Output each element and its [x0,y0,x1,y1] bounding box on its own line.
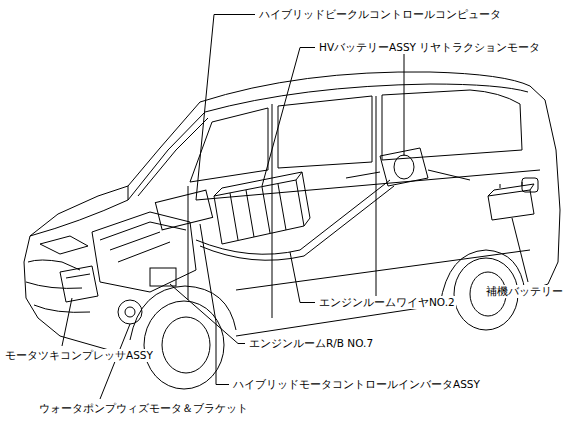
part-label: HVバッテリーASSY [318,41,417,54]
leader-line [170,284,245,344]
rear-axle [346,170,470,180]
windshield [128,112,208,200]
part-label: ハイブリッドモータコントロールインバータASSY [232,378,481,391]
power-cable [196,180,394,260]
hood-line [30,186,128,236]
rear-quarter-window [382,90,522,160]
body-outline [24,72,560,336]
front-rim [162,317,210,373]
water-pump [118,300,142,324]
part-label: エンジンルームワイヤNO.2 [318,296,456,309]
part-label: ハイブリッドビークルコントロールコンピュータ [258,8,502,21]
leader-line [262,48,315,187]
auxiliary-battery [488,182,534,220]
roof-line [205,84,528,112]
hv-battery-cells [230,184,286,240]
front-tire [144,301,224,389]
engine-block [92,212,196,292]
rear-motor-end [394,155,414,179]
slide-door-window [278,96,372,168]
part-label: ウォータポンプウィズモータ＆ブラケット [38,402,249,415]
hv-battery [214,172,310,244]
part-label: エンジンルームR/B NO.7 [248,337,374,350]
part-label: 補機バッテリー [485,285,564,298]
leader-line [200,224,229,385]
leader-line [512,218,528,282]
leader-line [196,15,255,201]
part-label: モータツキコンプレッサASSY [4,349,154,362]
leader-line [290,252,315,303]
relay-block [150,268,176,286]
inverter-assy [155,190,212,230]
water-pump-hub [125,307,135,317]
leader-line [404,48,415,157]
leader-line [62,298,72,346]
compressor [60,266,98,302]
front-fascia [26,236,90,312]
part-label: リヤトラクションモータ [418,41,541,54]
